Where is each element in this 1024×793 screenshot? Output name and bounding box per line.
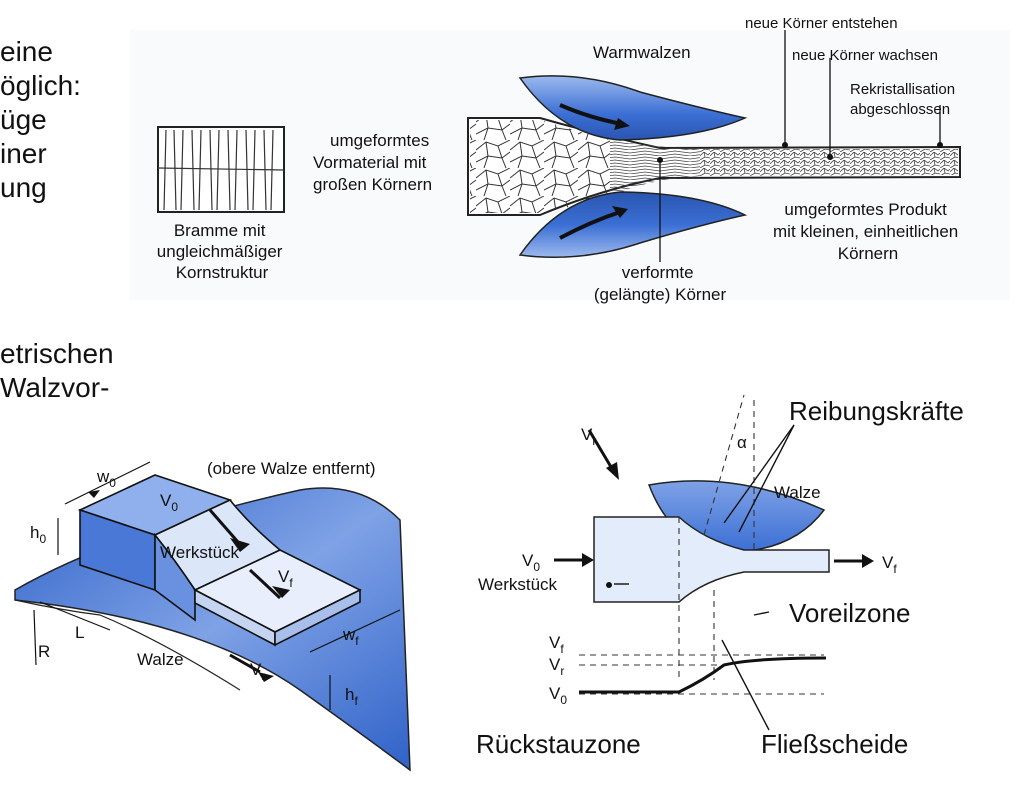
hf-label: hf <box>345 685 358 708</box>
slab-label-line: Kornstruktur <box>176 263 269 282</box>
vr-label: Vr <box>250 660 265 683</box>
left-text-line: Walzvor- <box>0 372 110 403</box>
lower-roll-arrow <box>559 210 621 240</box>
rolled-strip <box>467 117 961 216</box>
friction-forces-label: Reibungskräfte <box>789 396 964 426</box>
backflow-zone-label: Rückstauzone <box>476 729 641 759</box>
svg-text:umgeformtes Vormaterial mi: umgeformtes Vormaterial mit großen Körne… <box>313 131 434 194</box>
lead-zone-label: Voreilzone <box>789 598 910 628</box>
alpha-label: α <box>737 433 747 452</box>
slab-label-line: Bramme mit <box>174 221 266 240</box>
h0-label: h0 <box>30 523 46 546</box>
length-label: L <box>75 623 84 642</box>
left-text-line: iner <box>0 138 47 169</box>
left-text-block-2: etrischen Walzvor- <box>0 337 114 405</box>
workpiece-label: Werkstück <box>160 543 240 562</box>
lower-roll <box>518 191 748 258</box>
left-text-line: etrischen <box>0 338 114 369</box>
left-text-line: öglich: <box>0 70 81 101</box>
radius-label: R <box>38 642 50 661</box>
new-grains-form-label: neue Körner entstehen <box>745 15 898 32</box>
premat-label-line: großen Körnern <box>313 175 432 194</box>
premat-label-line: umgeformtes <box>330 131 429 150</box>
premat-label-line: Vormaterial mit <box>313 153 427 172</box>
hot-rolling-diagram: Bramme mit ungleichmäßiger Kornstruktur … <box>130 15 1010 304</box>
roll-label: Walze <box>137 650 184 669</box>
vf-label: Vf <box>278 567 293 590</box>
workpiece-section <box>593 516 830 603</box>
upper-roll-removed-note: (obere Walze entfernt) <box>207 459 376 478</box>
svg-text:Rekristallisation abgeschl: Rekristallisation abgeschlossen <box>850 81 959 118</box>
graph-v0-label: V0 <box>549 684 567 707</box>
slab-illustration <box>157 126 285 213</box>
svg-text:umgeformtes Produkt mit kl: umgeformtes Produkt mit kleinen, einheit… <box>773 200 963 263</box>
hot-rolling-label: Warmwalzen <box>593 43 691 62</box>
recryst-label-line: Rekristallisation <box>850 81 955 98</box>
wf-label: wf <box>342 625 359 648</box>
vf-label: Vf <box>882 553 897 576</box>
graph-vf-label: Vf <box>549 633 564 656</box>
v0-label: V0 <box>160 491 178 514</box>
workpiece-block <box>77 474 362 647</box>
workpiece-label: Werkstück <box>478 575 558 594</box>
left-text-line: ung <box>0 172 47 203</box>
recryst-label-line: abgeschlossen <box>850 101 950 118</box>
graph-vr-label: Vr <box>549 655 564 678</box>
product-label-line: Körnern <box>838 244 898 263</box>
new-grains-grow-label: neue Körner wachsen <box>792 47 938 64</box>
svg-text:verformte (gelängte) Körne: verformte (gelängte) Körner <box>594 263 727 304</box>
roll-gap-velocity-diagram: Reibungskräfte Vr α Walze V0 Vf Werkstüc… <box>476 394 964 759</box>
v0-label: V0 <box>522 551 540 574</box>
roll-label: Walze <box>774 483 821 502</box>
svg-text:Bramme mit ungleichmäßiger: Bramme mit ungleichmäßiger Kornstruktur <box>157 221 287 282</box>
neutral-point-label: Fließscheide <box>761 729 908 759</box>
deformed-label-line: (gelängte) Körner <box>594 285 727 304</box>
slab-label-line: ungleichmäßiger <box>157 242 283 261</box>
left-text-line: üge <box>0 104 47 135</box>
product-label-line: umgeformtes Produkt <box>784 200 947 219</box>
velocity-curve <box>579 656 827 694</box>
vr-label: Vr <box>581 425 596 448</box>
deformed-label-line: verformte <box>622 263 694 282</box>
left-text-block-1: eine öglich: üge iner ung <box>0 35 81 205</box>
w0-label: w0 <box>96 467 116 490</box>
left-text-line: eine <box>0 36 53 67</box>
upper-roll-arrow <box>559 103 623 126</box>
product-label-line: mit kleinen, einheitlichen <box>773 222 958 241</box>
upper-roll <box>518 75 748 141</box>
flat-rolling-geometry-diagram: (obere Walze entfernt) w0 V0 h0 Werkstüc… <box>14 459 411 772</box>
